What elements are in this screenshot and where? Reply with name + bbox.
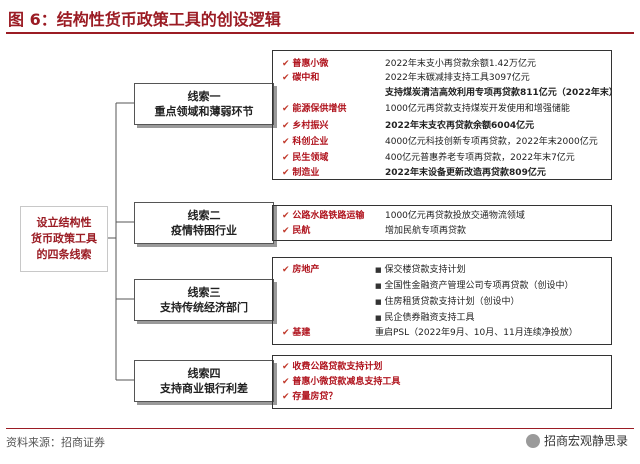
bullet-icon: ■ <box>375 266 382 274</box>
bullet-icon: ■ <box>375 298 382 306</box>
clue-4-title: 线索四 <box>187 367 221 380</box>
list-item-desc: 2022年末支小再贷款余额1.42万亿元 <box>385 59 536 69</box>
clue-2-title: 线索二 <box>187 209 221 222</box>
watermark-text: 招商宏观静思录 <box>543 434 628 448</box>
left-box-line: 货币政策工具 <box>31 232 97 245</box>
list-item-desc: 4000亿元科技创新专项再贷款，2022年末2000亿元 <box>385 137 598 147</box>
list-item: ✔ 公路水路铁路运输 <box>282 211 365 221</box>
list-item-desc: ■ 民企债券融资支持工具 <box>375 313 475 323</box>
list-item-desc: 400亿元普惠养老专项再贷款，2022年末7亿元 <box>385 153 575 163</box>
list-item: ✔ 民生领域 <box>282 153 329 163</box>
check-icon: ✔ <box>282 59 290 69</box>
check-icon: ✔ <box>282 168 290 178</box>
list-item-desc: 增加民航专项再贷款 <box>385 226 467 236</box>
clue-box-2: 线索二 疫情特困行业 <box>134 202 274 244</box>
group-4-bracket <box>272 355 612 409</box>
bullet-icon: ■ <box>375 314 382 322</box>
four-clues-box: 设立结构性 货币政策工具 的四条线索 <box>20 206 108 272</box>
clue-4-subtitle: 支持商业银行利差 <box>160 382 248 395</box>
footer-rule <box>6 428 634 429</box>
clue-2-subtitle: 疫情特困行业 <box>171 224 237 237</box>
group-1-bracket <box>272 50 612 180</box>
check-icon: ✔ <box>282 377 290 387</box>
check-icon: ✔ <box>282 392 290 402</box>
list-item: ✔ 民航 <box>282 226 311 236</box>
figure-title: 图 6：结构性货币政策工具的创设逻辑 <box>8 10 281 29</box>
list-item-desc: 1000亿元再贷款支持煤炭开发使用和增强储能 <box>385 104 570 114</box>
list-item: ✔ 制造业 <box>282 168 320 178</box>
clue-box-3: 线索三 支持传统经济部门 <box>134 279 274 321</box>
check-icon: ✔ <box>282 328 290 338</box>
list-item-desc: ■ 住房租赁贷款支持计划（创设中） <box>375 297 520 307</box>
wechat-icon <box>525 433 540 448</box>
list-item: ✔ 普惠小微 <box>282 59 329 69</box>
list-item: ✔ 基建 <box>282 328 311 338</box>
watermark: 招商宏观静思录 <box>525 432 628 449</box>
bullet-icon: ■ <box>375 282 382 290</box>
check-icon: ✔ <box>282 121 290 131</box>
left-box-line: 的四条线索 <box>36 248 92 261</box>
list-item-desc: 支持煤炭清洁高效利用专项再贷款811亿元（2022年末） <box>385 88 618 98</box>
check-icon: ✔ <box>282 211 290 221</box>
list-item-desc: 2022年末支农再贷款余额6004亿元 <box>385 121 535 131</box>
clue-3-subtitle: 支持传统经济部门 <box>160 301 248 314</box>
list-item: ✔ 房地产 <box>282 265 320 275</box>
title-rule <box>6 32 634 34</box>
clue-3-title: 线索三 <box>187 286 221 299</box>
list-item: ✔ 收费公路贷款支持计划 <box>282 362 383 372</box>
list-item-desc: 2022年末设备更新改造再贷款809亿元 <box>385 168 546 178</box>
check-icon: ✔ <box>282 73 290 83</box>
list-item: ✔ 存量房贷？ <box>282 392 338 402</box>
list-item: ✔ 碳中和 <box>282 73 320 83</box>
clue-1-title: 线索一 <box>187 90 221 103</box>
list-item-desc: ■ 全国性金融资产管理公司专项再贷款（创设中） <box>375 281 574 291</box>
group-3-bracket <box>272 257 612 345</box>
left-box-line: 设立结构性 <box>36 216 92 229</box>
check-icon: ✔ <box>282 137 290 147</box>
list-item-desc: 1000亿元再贷款投放交通物流领域 <box>385 211 525 221</box>
group-2-bracket <box>272 205 612 241</box>
clue-1-subtitle: 重点领域和薄弱环节 <box>154 105 254 118</box>
check-icon: ✔ <box>282 362 290 372</box>
check-icon: ✔ <box>282 153 290 163</box>
list-item-desc: 2022年末碳减排支持工具3097亿元 <box>385 73 530 83</box>
check-icon: ✔ <box>282 104 290 114</box>
clue-box-1: 线索一 重点领域和薄弱环节 <box>134 83 274 125</box>
check-icon: ✔ <box>282 226 290 236</box>
list-item: ✔ 科创企业 <box>282 137 329 147</box>
list-item: ✔ 普惠小微贷款减息支持工具 <box>282 377 401 387</box>
clue-box-4: 线索四 支持商业银行利差 <box>134 360 274 402</box>
list-item-desc: 重启PSL（2022年9月、10月、11月连续净投放） <box>375 328 578 338</box>
list-item-desc: ■ 保交楼贷款支持计划 <box>375 265 466 275</box>
list-item: ✔ 能源保供增供 <box>282 104 347 114</box>
list-item: ✔ 乡村振兴 <box>282 121 329 131</box>
source-note: 资料来源：招商证券 <box>6 436 105 449</box>
check-icon: ✔ <box>282 265 290 275</box>
